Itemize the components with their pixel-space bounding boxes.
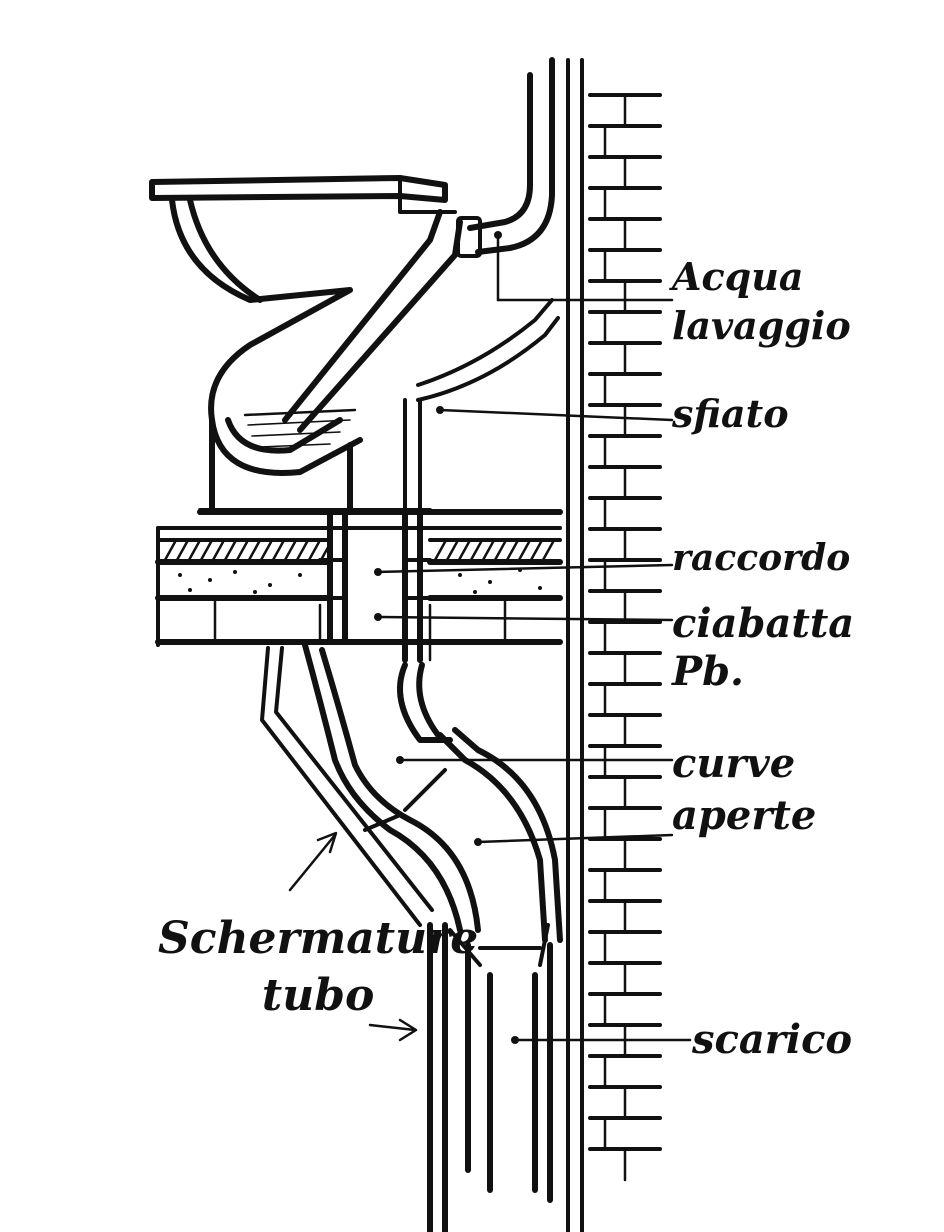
hatch-stroke [247, 540, 261, 562]
slab-connector [318, 398, 432, 663]
wc-toilet-bowl [149, 175, 463, 513]
hatch-stroke [517, 540, 531, 562]
screed-dot [488, 580, 492, 584]
hatch-stroke [529, 540, 543, 562]
label-ciabatta-pb: ciabatta Pb. [672, 600, 855, 695]
hatch-stroke [493, 540, 507, 562]
hatch-stroke [505, 540, 519, 562]
screed-dots [178, 568, 542, 594]
screed-dot [298, 573, 302, 577]
hatch-stroke [223, 540, 237, 562]
hatch-stroke [175, 540, 189, 562]
brick-courses [588, 93, 662, 1182]
screed-dot [473, 590, 477, 594]
hatch-stroke [307, 540, 321, 562]
label-raccordo: raccordo [672, 537, 851, 579]
screed-dot [233, 570, 237, 574]
hatch-stroke [283, 540, 297, 562]
label-scarico: scarico [692, 1016, 853, 1063]
label-sfiato: sfiato [672, 391, 789, 436]
screed-dot [268, 583, 272, 587]
screed-dot [458, 573, 462, 577]
screed-dot [538, 586, 542, 590]
hatch-stroke [199, 540, 213, 562]
screed-dot [208, 578, 212, 582]
screed-dot [188, 588, 192, 592]
hatch-stroke [445, 540, 459, 562]
drain-stack [448, 923, 553, 1203]
hatch-stroke [187, 540, 201, 562]
slab-hatching-left [163, 540, 333, 562]
hatch-stroke [469, 540, 483, 562]
flush-water-pipe [456, 57, 555, 258]
hatch-stroke [271, 540, 285, 562]
open-bends [302, 642, 563, 943]
brick-wall [566, 58, 662, 1232]
leader-lines [288, 231, 692, 1044]
label-curve-aperte: curve aperte [672, 740, 817, 839]
hatch-stroke [541, 540, 555, 562]
hatch-stroke [163, 540, 177, 562]
hatch-stroke [481, 540, 495, 562]
floor-slab [155, 509, 563, 647]
hatch-stroke [433, 540, 447, 562]
slab-hatching-right [433, 540, 555, 562]
hatch-stroke [259, 540, 273, 562]
hatch-stroke [211, 540, 225, 562]
screed-dot [253, 590, 257, 594]
label-schermature-tubo: Schermature tubo [158, 913, 479, 1022]
label-acqua-lavaggio: Acqua lavaggio [672, 254, 851, 349]
pipe-shielding [260, 646, 448, 1232]
screed-dot [178, 573, 182, 577]
hatch-stroke [295, 540, 309, 562]
hatch-stroke [235, 540, 249, 562]
vent-pipe [416, 298, 560, 402]
hatch-stroke [457, 540, 471, 562]
